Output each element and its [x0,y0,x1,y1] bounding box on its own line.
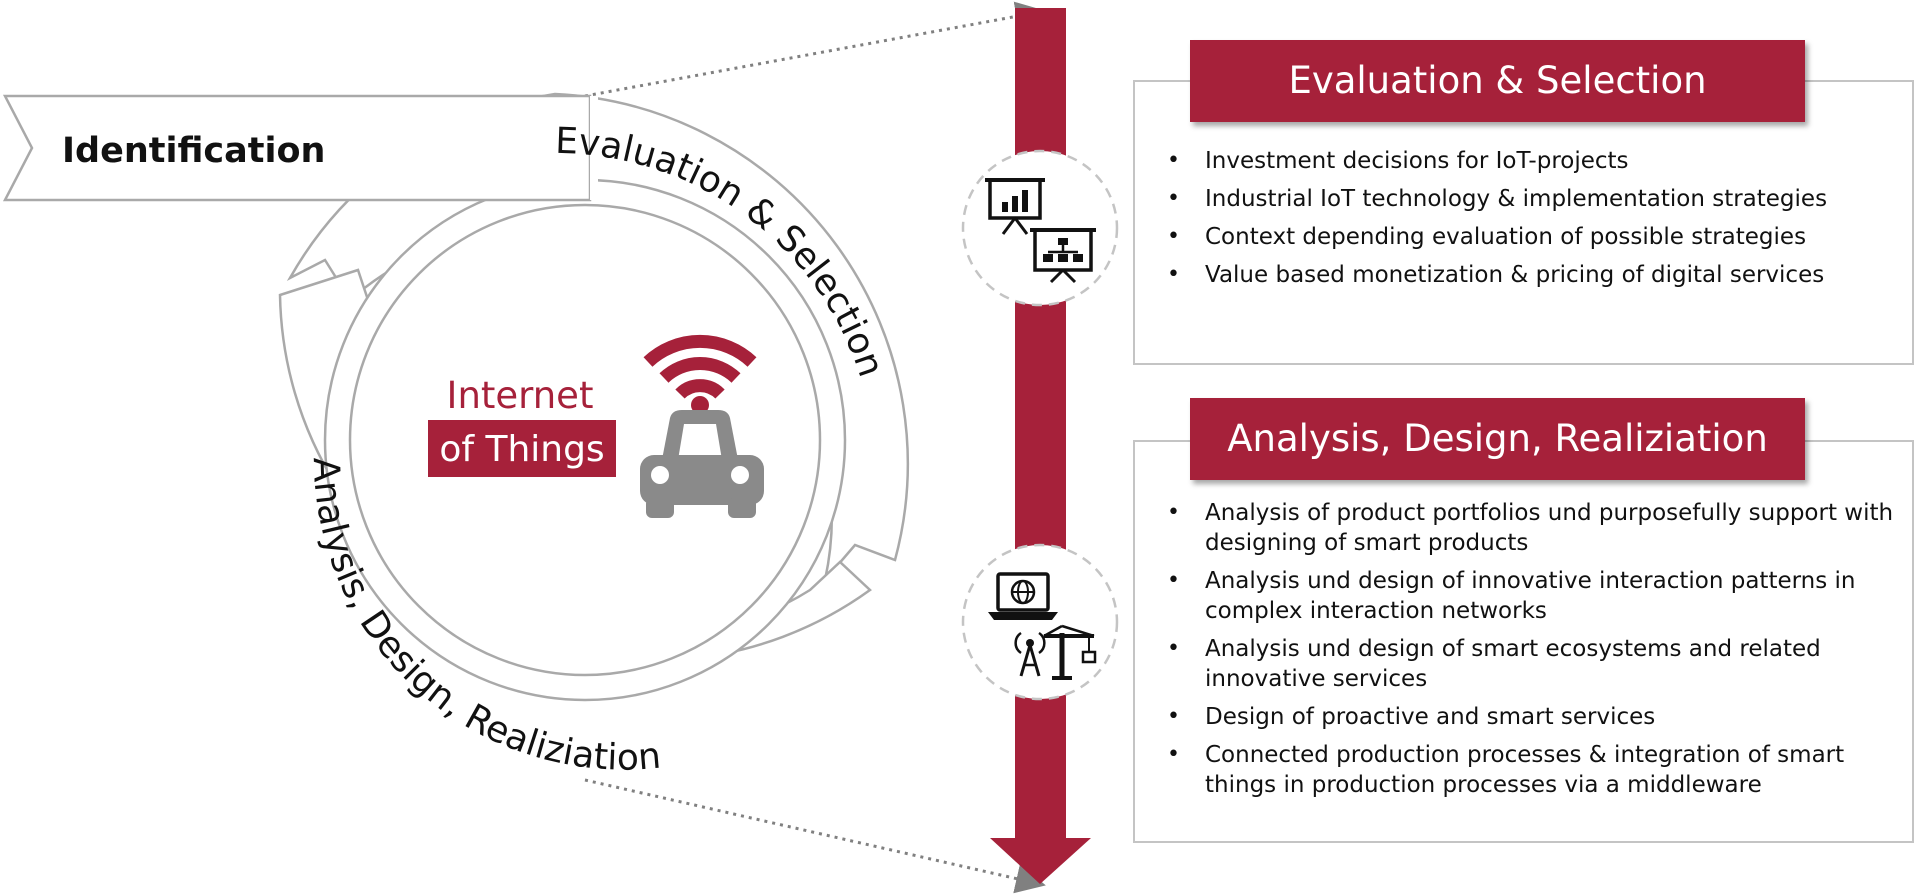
list-item: Investment decisions for IoT-projects [1165,146,1895,176]
connected-car-icon [640,334,764,518]
evaluation-bullet-list: Investment decisions for IoT-projects In… [1165,146,1895,290]
connector-bottom [584,778,1046,894]
connector-top [584,1,1046,98]
center-label-line1: Internet [447,374,594,417]
identification-label: Identification [62,131,325,171]
center-label-line2: of Things [439,429,604,470]
list-item: Value based monetization & pricing of di… [1165,260,1895,290]
evaluation-panel-title: Evaluation & Selection [1190,40,1805,122]
list-item: Analysis und design of smart ecosystems … [1165,634,1895,694]
analysis-panel-title: Analysis, Design, Realiziation [1190,398,1805,480]
list-item: Industrial IoT technology & implementati… [1165,184,1895,214]
timeline-arrowhead [990,838,1091,884]
analysis-bullet-list: Analysis of product portfolios und purpo… [1165,498,1895,800]
center-label-box [428,420,616,477]
timeline-bar [1015,8,1066,842]
list-item: Analysis und design of innovative intera… [1165,566,1895,626]
list-item: Connected production processes & integra… [1165,740,1895,800]
list-item: Context depending evaluation of possible… [1165,222,1895,252]
list-item: Analysis of product portfolios und purpo… [1165,498,1895,558]
laptop-antenna-crane-icons [961,543,1119,701]
identification-arrow [2,94,592,202]
presentation-board-icons [961,149,1119,307]
list-item: Design of proactive and smart services [1165,702,1895,732]
